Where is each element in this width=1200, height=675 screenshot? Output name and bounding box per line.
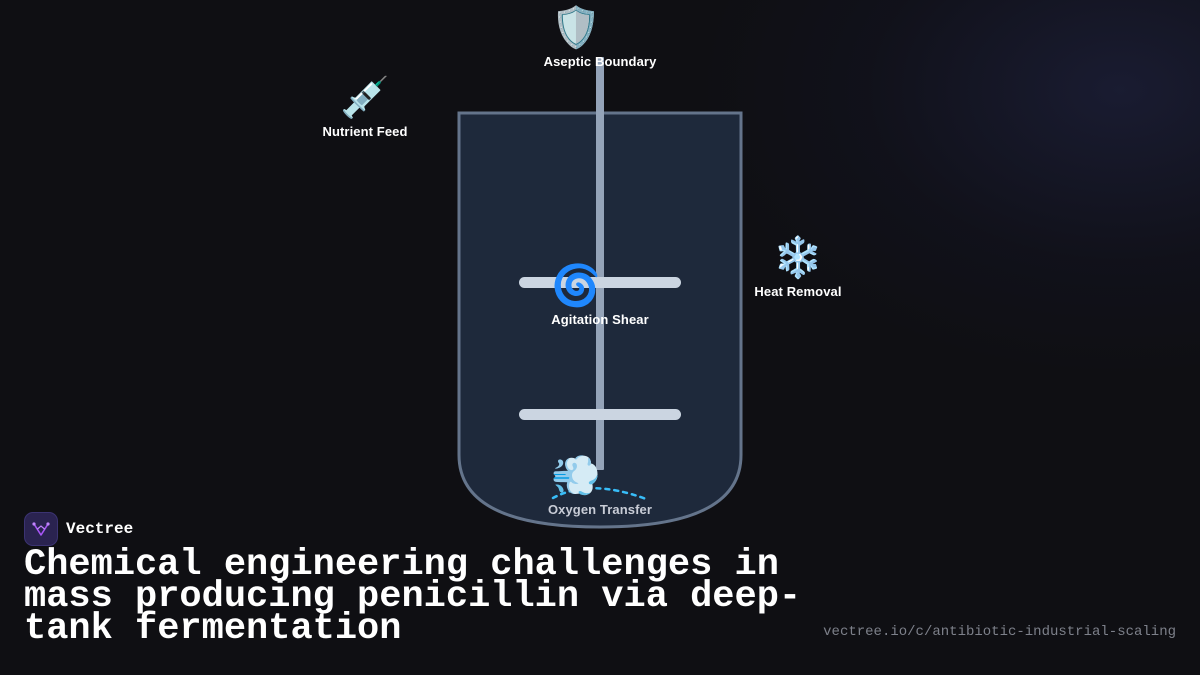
callout-oxygen-transfer: 💨 Oxygen Transfer <box>510 452 690 517</box>
oxygen-transfer-label: Oxygen Transfer <box>547 502 653 517</box>
agitation-shear-label: Agitation Shear <box>551 312 649 327</box>
callout-aseptic-boundary: 🛡️ Aseptic Boundary <box>486 4 714 69</box>
agitator-shaft <box>596 57 604 470</box>
shield-icon: 🛡️ <box>551 5 601 51</box>
logo-mark <box>32 522 50 536</box>
vectree-logo-icon <box>24 512 58 546</box>
wind-icon: 💨 <box>551 453 601 499</box>
source-url: vectree.io/c/antibiotic-industrial-scali… <box>823 624 1176 640</box>
sparger-bubbles <box>551 487 648 501</box>
cyclone-icon: 🌀 <box>551 263 601 309</box>
heat-removal-label: Heat Removal <box>754 284 842 299</box>
aseptic-boundary-label: Aseptic Boundary <box>543 54 657 69</box>
callout-agitation-shear: 🌀 Agitation Shear <box>510 262 690 327</box>
brand: Vectree <box>24 512 133 546</box>
page-title: Chemical engineering challenges in mass … <box>24 544 802 650</box>
snowflake-icon: ❄️ <box>773 235 823 281</box>
syringe-icon: 💉 <box>340 75 390 121</box>
impeller-lower <box>519 409 681 420</box>
callout-nutrient-feed: 💉 Nutrient Feed <box>275 74 455 139</box>
brand-name: Vectree <box>66 520 134 538</box>
impeller-upper <box>519 277 681 288</box>
nutrient-feed-label: Nutrient Feed <box>322 124 408 139</box>
callout-heat-removal: ❄️ Heat Removal <box>708 234 888 299</box>
